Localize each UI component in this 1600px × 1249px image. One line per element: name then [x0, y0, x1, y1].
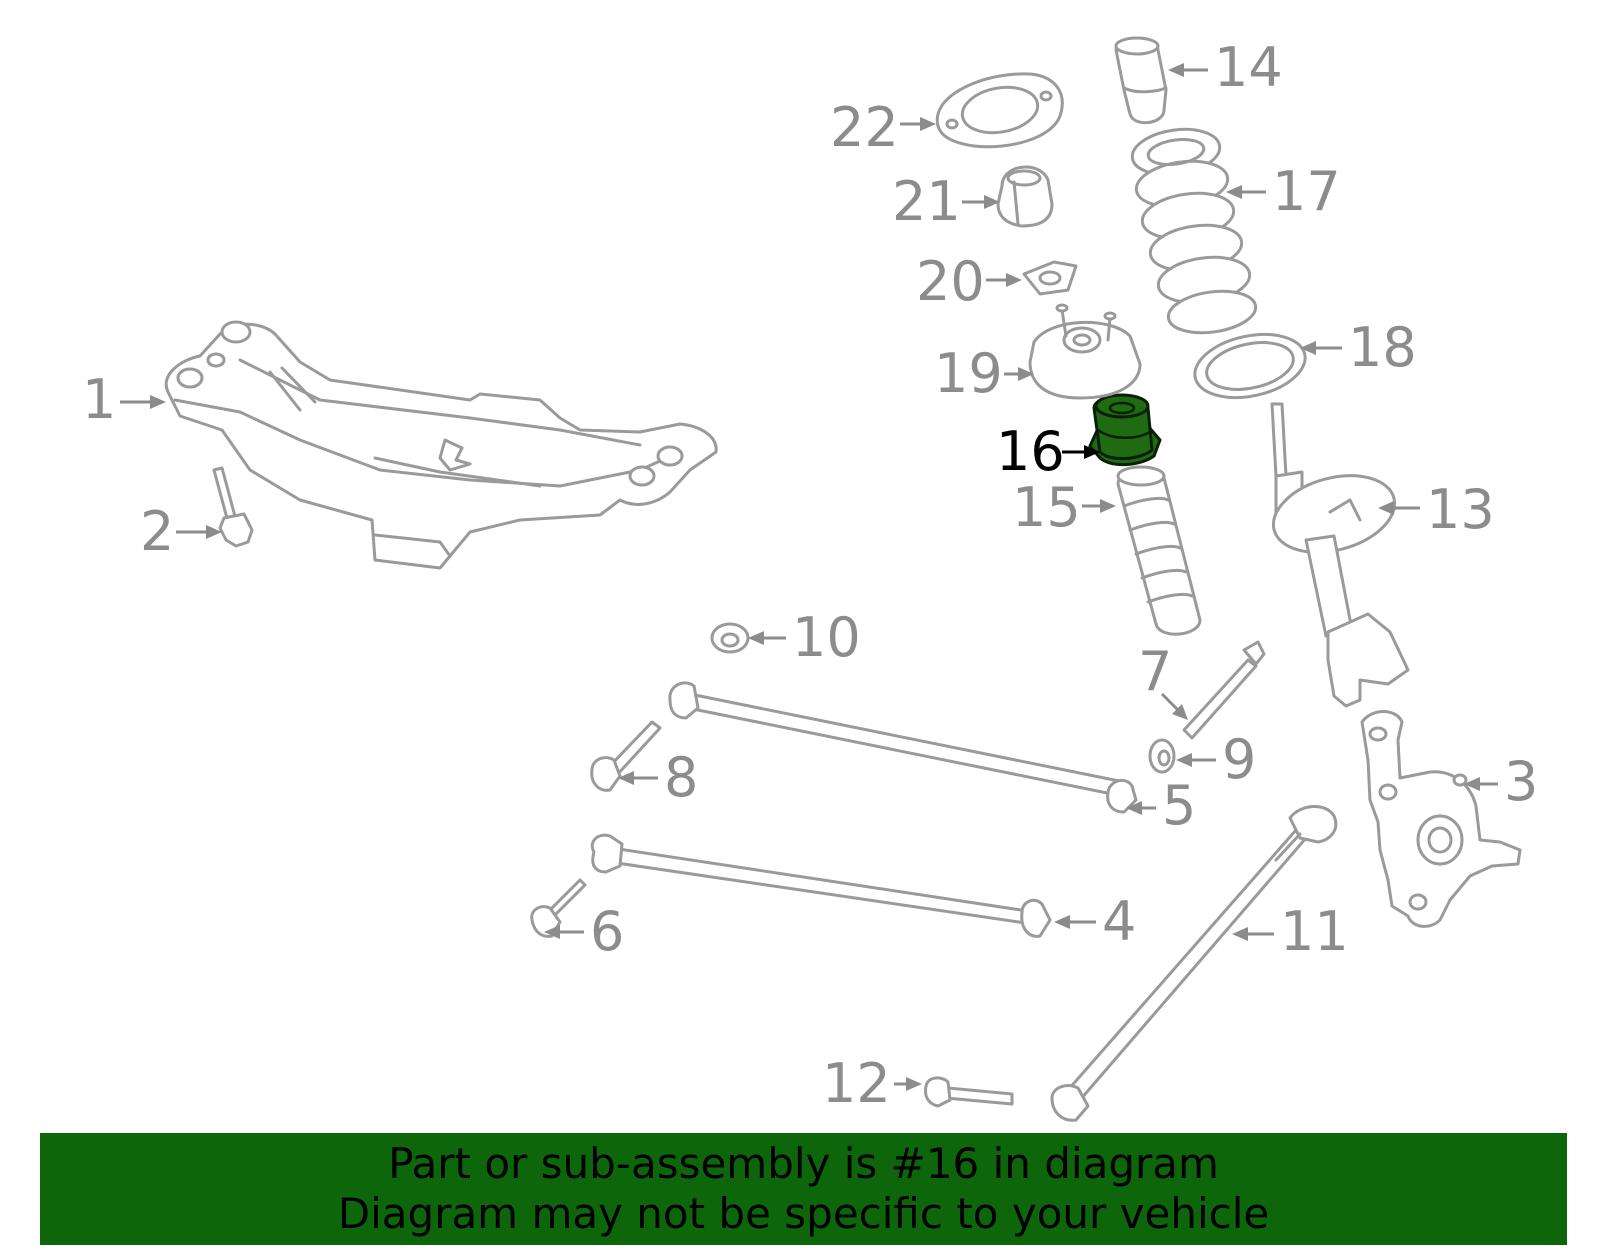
callout-label-21: 21: [892, 170, 961, 233]
callout-label-1: 1: [82, 368, 116, 431]
callout-label-11: 11: [1280, 900, 1349, 963]
callout-label-3: 3: [1504, 750, 1538, 813]
banner-line-part: Part or sub-assembly is #16 in diagram: [388, 1139, 1219, 1188]
part-14-bump-stop[interactable]: [1114, 36, 1168, 125]
callout-label-5: 5: [1162, 774, 1196, 837]
callout-label-18: 18: [1348, 316, 1417, 379]
callout-label-13: 13: [1426, 478, 1495, 541]
callout-label-20: 20: [916, 250, 985, 313]
part-20-nut[interactable]: [1022, 260, 1078, 296]
part-8-bolt[interactable]: [590, 720, 662, 792]
part-15-dust-boot[interactable]: [1116, 465, 1202, 636]
part-12-bolt[interactable]: [924, 1076, 1014, 1108]
part-19-strut-mount[interactable]: [1028, 303, 1142, 400]
callout-label-17: 17: [1272, 160, 1341, 223]
part-7-bolt[interactable]: [1182, 640, 1266, 740]
part-10-washer[interactable]: [710, 622, 750, 654]
callouts: 1 2 3 4 5 6 7 8 9 10 11 12 13 14 15 16 1: [82, 36, 1538, 1115]
part-1-crossmember[interactable]: [164, 320, 718, 570]
part-11-trailing-arm[interactable]: [1050, 805, 1338, 1122]
banner-line-disclaimer: Diagram may not be specific to your vehi…: [337, 1189, 1270, 1238]
part-9-nut[interactable]: [1148, 738, 1176, 774]
part-22-mount-plate[interactable]: [935, 72, 1064, 149]
part-5-control-arm[interactable]: [668, 681, 1138, 814]
part-21-bushing[interactable]: [996, 165, 1054, 228]
callout-label-9: 9: [1222, 728, 1256, 791]
callout-label-7: 7: [1138, 640, 1172, 703]
callout-label-6: 6: [590, 900, 624, 963]
callout-label-14: 14: [1214, 36, 1283, 99]
callout-label-8: 8: [664, 746, 698, 809]
callout-label-16: 16: [996, 420, 1065, 483]
part-13-strut[interactable]: [1265, 402, 1410, 708]
callout-label-2: 2: [140, 500, 174, 563]
info-banner: Part or sub-assembly is #16 in diagram D…: [40, 1133, 1567, 1245]
part-18-spring-seat[interactable]: [1189, 325, 1311, 407]
part-17-coil-spring[interactable]: [1129, 124, 1258, 338]
part-16-highlighted[interactable]: [1088, 393, 1162, 466]
callout-label-22: 22: [830, 96, 899, 159]
callout-label-15: 15: [1012, 476, 1081, 539]
callout-label-19: 19: [934, 342, 1003, 405]
part-4-control-arm[interactable]: [590, 833, 1052, 938]
callout-label-4: 4: [1102, 890, 1136, 953]
part-2-bolt[interactable]: [212, 466, 254, 548]
callout-label-12: 12: [822, 1052, 891, 1115]
callout-label-10: 10: [792, 606, 861, 669]
part-3-knuckle[interactable]: [1360, 710, 1522, 928]
